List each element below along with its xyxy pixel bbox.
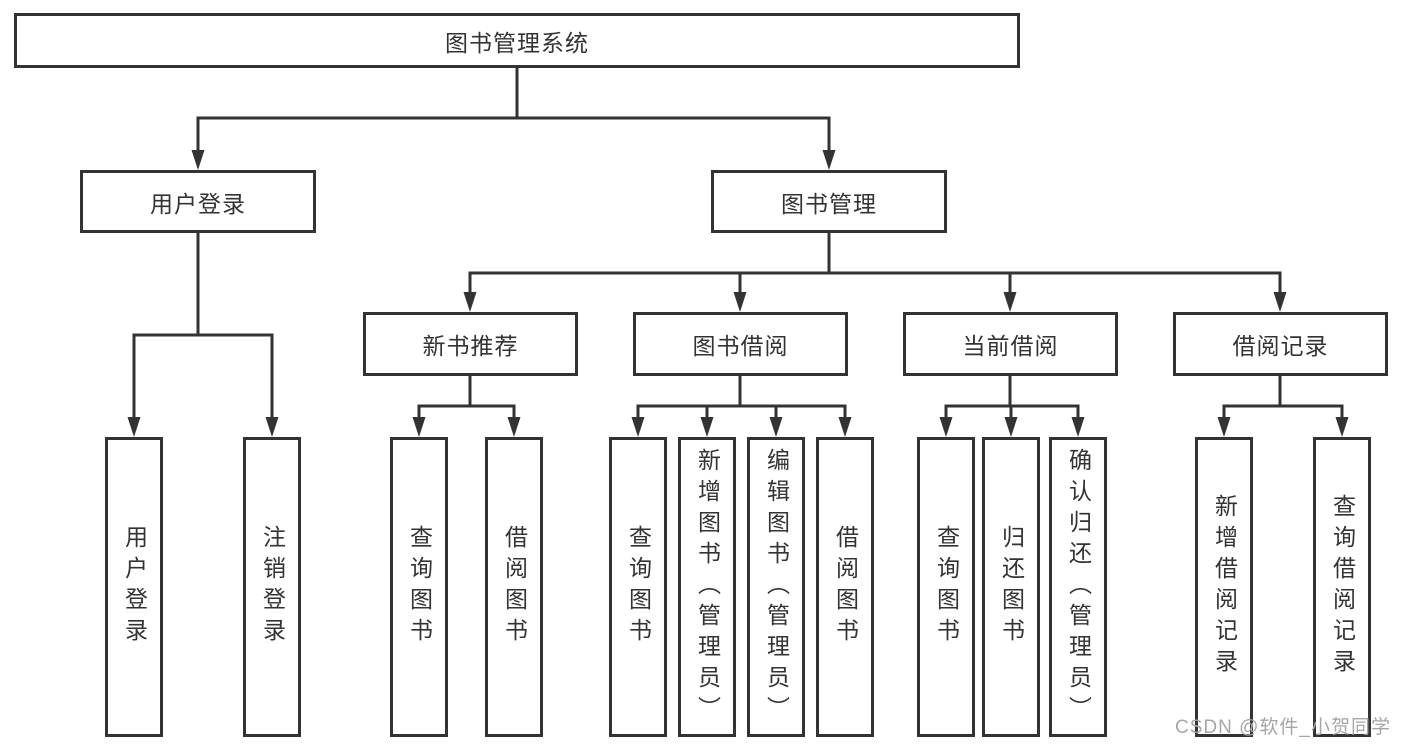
leaf-logout-label: 注销登录 [259,525,286,649]
arrowhead [1217,417,1231,437]
arrowhead [507,417,521,437]
connector-current-to-leaves [939,375,1085,437]
leaf-borrow-add-books-admin-label: 新增图书（管理员） [694,447,721,727]
leaf-records-query-record-label: 查询借阅记录 [1329,494,1356,680]
arrowhead [412,417,426,437]
leaf-recommend-borrow-books: 借阅图书 [485,437,543,737]
arrowhead [822,150,836,170]
leaf-records-query-record: 查询借阅记录 [1313,437,1371,737]
connector-root-to-level2 [191,66,836,170]
leaf-user-login: 用户登录 [105,437,163,737]
leaf-current-confirm-return-admin: 确认归还（管理员） [1049,437,1107,737]
arrowhead [1003,292,1017,312]
leaf-borrow-query-books-label: 查询图书 [625,525,652,649]
node-current-borrow-label: 当前借阅 [962,333,1059,359]
arrowhead [733,292,747,312]
node-user-login: 用户登录 [80,170,316,233]
leaf-borrow-edit-books-admin: 编辑图书（管理员） [747,437,805,737]
arrowhead [1071,417,1085,437]
node-book-borrow: 图书借阅 [633,312,848,376]
leaf-borrow-edit-books-admin-label: 编辑图书（管理员） [763,447,790,727]
leaf-current-query-books: 查询图书 [917,437,975,737]
node-new-book-recommend-label: 新书推荐 [422,333,519,359]
arrowhead [127,417,141,437]
node-root-library-system: 图书管理系统 [14,13,1020,68]
connector-records-to-leaves [1217,375,1349,437]
leaf-user-login-label: 用户登录 [121,525,148,649]
leaf-recommend-query-books-label: 查询图书 [406,525,433,649]
arrowhead [1273,292,1287,312]
connector-login-to-leaves [127,231,279,437]
arrowhead [769,417,783,437]
arrowhead [463,292,477,312]
leaf-current-confirm-return-admin-label: 确认归还（管理员） [1065,447,1092,727]
arrowhead [265,417,279,437]
node-user-login-label: 用户登录 [150,190,246,217]
arrowhead [631,417,645,437]
arrowhead [1335,417,1349,437]
arrowhead [1004,417,1018,437]
leaf-records-add-record-label: 新增借阅记录 [1211,494,1238,680]
node-book-management-label: 图书管理 [781,190,877,217]
leaf-borrow-add-books-admin: 新增图书（管理员） [678,437,736,737]
connector-recommend-to-leaves [412,375,521,437]
leaf-current-return-books-label: 归还图书 [998,525,1025,649]
node-book-borrow-label: 图书借阅 [692,333,789,359]
node-new-book-recommend: 新书推荐 [363,312,578,376]
connector-borrow-to-leaves [631,375,852,437]
node-root-label: 图书管理系统 [445,29,589,56]
leaf-recommend-query-books: 查询图书 [390,437,448,737]
arrowhead [191,150,205,170]
leaf-current-return-books: 归还图书 [982,437,1040,737]
arrowhead [700,417,714,437]
leaf-borrow-borrow-books-label: 借阅图书 [832,525,859,649]
node-borrow-records-label: 借阅记录 [1232,333,1329,359]
connector-management-to-level3 [463,231,1287,312]
node-current-borrow: 当前借阅 [903,312,1118,376]
arrowhead [838,417,852,437]
node-book-management: 图书管理 [711,170,947,233]
leaf-current-query-books-label: 查询图书 [933,525,960,649]
node-borrow-records: 借阅记录 [1173,312,1388,376]
leaf-recommend-borrow-books-label: 借阅图书 [501,525,528,649]
arrowhead [939,417,953,437]
watermark: CSDN @软件_小贺同学 [1175,717,1391,738]
leaf-borrow-query-books: 查询图书 [609,437,667,737]
leaf-borrow-borrow-books: 借阅图书 [816,437,874,737]
leaf-logout: 注销登录 [243,437,301,737]
leaf-records-add-record: 新增借阅记录 [1195,437,1253,737]
